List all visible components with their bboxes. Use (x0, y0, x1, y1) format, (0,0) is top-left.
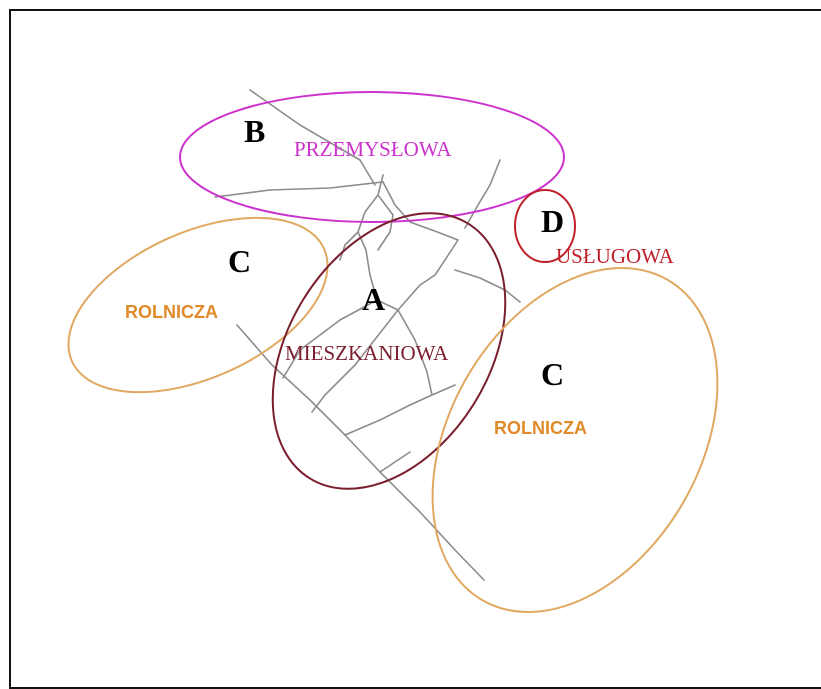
zone-c-right-outline (431, 267, 719, 613)
zone-d-name: USŁUGOWA (556, 244, 675, 268)
road-network (214, 89, 521, 581)
road-west-spur (282, 299, 378, 379)
zone-a-letter: A (362, 281, 385, 317)
diagram-frame (9, 9, 821, 689)
zoning-diagram: B PRZEMYSŁOWA C ROLNICZA A MIESZKANIOWA … (67, 89, 719, 613)
road-long-diagonal (236, 324, 485, 581)
road-lower-stub (379, 451, 411, 473)
road-main-diagonal (249, 89, 376, 186)
road-inner-spur (311, 309, 399, 413)
road-south-link (344, 384, 456, 436)
zone-c-left-letter: C (228, 243, 251, 279)
zone-a-outline (271, 212, 507, 490)
zone-d-outline (514, 189, 576, 263)
road-east-stub (454, 269, 521, 303)
road-small-loop (339, 231, 359, 261)
zone-b-name: PRZEMYSŁOWA (294, 137, 452, 161)
zone-c-right-name: ROLNICZA (494, 418, 587, 438)
zone-c-left-outline (67, 216, 329, 394)
zone-d-letter: D (541, 203, 564, 239)
zone-c-right-letter: C (541, 356, 564, 392)
road-north-east (464, 159, 501, 229)
zone-c-left-name: ROLNICZA (125, 302, 218, 322)
zone-b-letter: B (244, 113, 265, 149)
road-west-branch (214, 181, 384, 198)
road-east-curve (382, 181, 459, 311)
zone-a-name: MIESZKANIOWA (285, 341, 449, 365)
road-mid-link (377, 194, 394, 251)
road-central-spine (357, 174, 433, 396)
zone-b-outline (179, 91, 565, 223)
